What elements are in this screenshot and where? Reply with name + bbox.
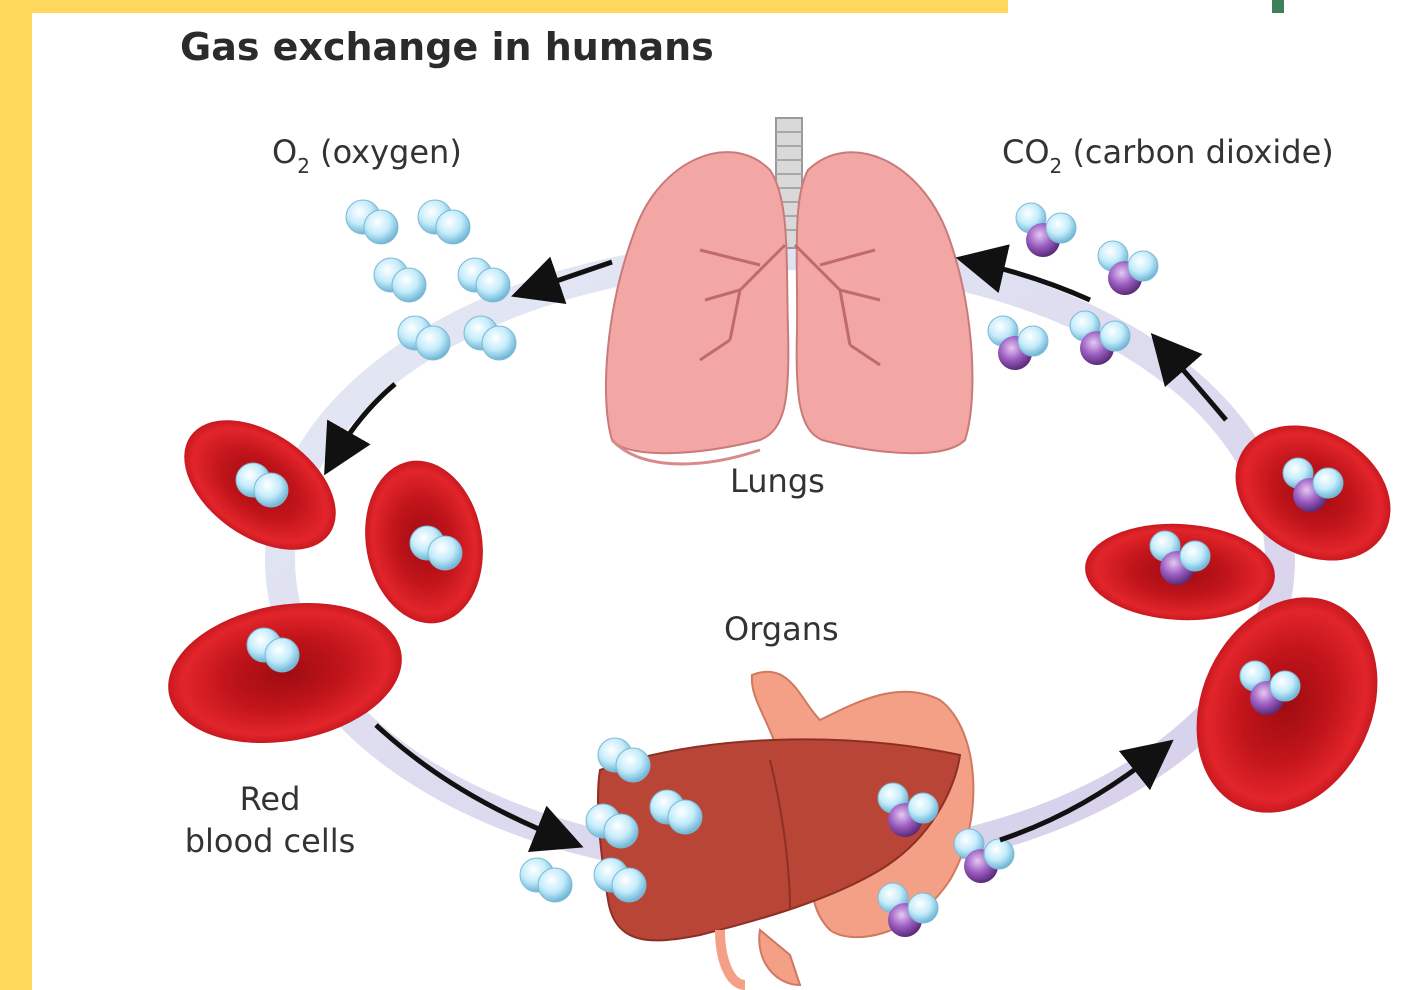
lungs-label: Lungs [730, 462, 825, 500]
oxygen-molecules [346, 200, 516, 360]
organs-label: Organs [724, 610, 839, 648]
co2-label: CO2 (carbon dioxide) [1002, 133, 1334, 178]
diagram-title: Gas exchange in humans [180, 25, 714, 69]
red-blood-cell-right-2 [1083, 519, 1278, 625]
red-blood-cells-label-line2: blood cells [185, 822, 356, 860]
red-blood-cell-left-2 [353, 451, 496, 633]
oxygen-label: O2 (oxygen) [272, 133, 462, 178]
red-blood-cells-label: Red [240, 780, 301, 818]
lungs-icon [606, 118, 972, 464]
